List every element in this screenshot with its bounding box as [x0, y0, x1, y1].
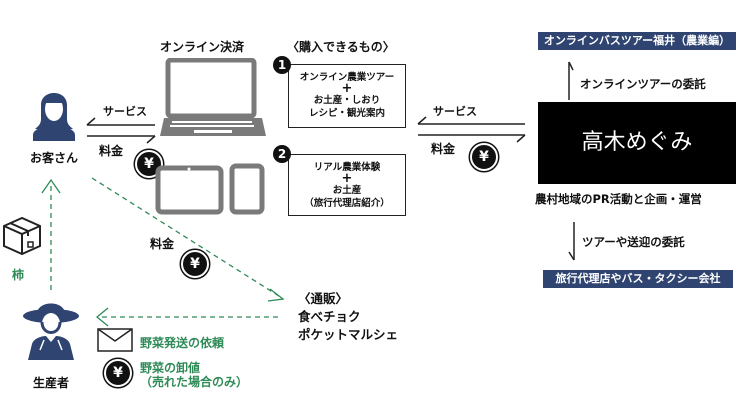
online-payment-title: オンライン決済 [160, 40, 245, 54]
kaki-label: 柿 [12, 268, 25, 282]
customer-label: お客さん [29, 151, 78, 165]
option-1-line: レシピ・観光案内 [308, 108, 385, 119]
customer-node: お客さん [24, 83, 84, 166]
tablet-icon [155, 165, 224, 215]
woman-avatar-icon [33, 93, 75, 141]
wholesale-yen-icon: ¥ [104, 359, 132, 387]
center-name-box: 高木めぐみ [538, 102, 736, 184]
option-1-plus: + [341, 81, 353, 96]
laptop-icon [160, 58, 266, 136]
producer-label: 生産者 [32, 376, 69, 390]
option-1-line: オンライン農業ツアー [299, 72, 395, 83]
purchase-option-1: オンライン農業ツアー + お土産・しおり レシピ・観光案内 [288, 64, 406, 128]
left-service-label: サービス [103, 105, 147, 118]
box-icon [3, 216, 41, 256]
option-2-line: （旅行代理店紹介） [304, 198, 390, 209]
right-yen-icon: ¥ [470, 143, 498, 171]
producer-node: 生産者 [18, 300, 84, 391]
option-2-line: リアル農業体験 [313, 162, 381, 173]
diagonal-yen-icon: ¥ [181, 250, 209, 278]
mail-order-shop: ポケットマルシェ [298, 327, 399, 342]
bottom-partner-arrow-label: ツアーや送迎の委託 [582, 235, 685, 249]
bottom-partner-bar: 旅行代理店やバス・タクシー会社 [543, 270, 733, 288]
mail-order-title: 〈通販〉 [298, 291, 349, 306]
farmer-hat-avatar-icon [23, 303, 79, 360]
top-partner-arrow-label: オンラインツアーの委託 [580, 77, 706, 91]
option-1-line: お土産・しおり [313, 95, 381, 106]
envelope-icon [97, 328, 133, 352]
wholesale-price-line: 野菜の卸値 [140, 361, 201, 375]
number-1-badge: 1 [273, 56, 291, 74]
option-2-plus: + [341, 171, 353, 186]
purchase-option-2: リアル農業体験 + お土産 （旅行代理店紹介） [288, 154, 406, 216]
right-fee-label: 料金 [431, 142, 456, 156]
wholesale-price-label: 野菜の卸値 （売れた場合のみ） [140, 361, 248, 389]
center-role-label: 農村地域のPR活動と企画・運営 [535, 192, 702, 206]
right-service-label: サービス [433, 105, 477, 118]
left-fee-label: 料金 [99, 144, 124, 158]
mail-order-block: 〈通販〉 食べチョク ポケットマルシェ [298, 290, 398, 344]
option-2-line: お土産 [332, 185, 362, 196]
diagonal-fee-label: 料金 [150, 237, 175, 251]
wholesale-price-note: （売れた場合のみ） [140, 375, 249, 389]
mail-order-shop: 食べチョク [298, 309, 361, 324]
top-partner-bar: オンラインバスツアー福井（農業編） [538, 32, 736, 50]
purchasable-title: 〈購入できるもの〉 [287, 40, 395, 54]
smartphone-icon [229, 163, 265, 215]
number-2-badge: 2 [273, 145, 291, 163]
vegetable-shipping-request-label: 野菜発送の依頼 [140, 336, 225, 350]
